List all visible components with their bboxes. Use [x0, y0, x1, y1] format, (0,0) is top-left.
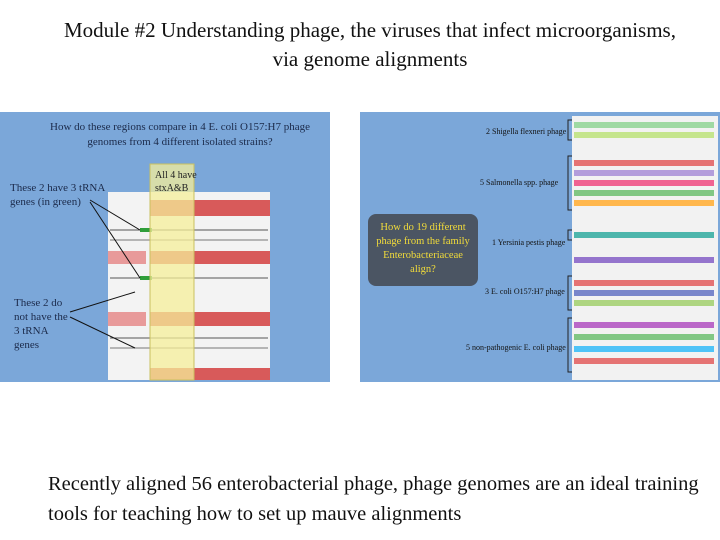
note-bottom-line2: not have the	[14, 311, 68, 323]
arrow	[69, 316, 136, 349]
note-bottom-line1: These 2 do	[14, 297, 63, 309]
left-heading-line1: How do these regions compare in 4 E. col…	[50, 121, 310, 133]
group-brackets	[567, 119, 572, 373]
highlight-label-line1: All 4 have	[155, 170, 197, 181]
group-label-1: 2 Shigella flexneri phage	[486, 127, 567, 136]
group-label-5: 5 non-pathogenic E. coli phage	[466, 343, 566, 352]
question-line2: phage from the family	[376, 236, 470, 247]
stx-highlight	[149, 163, 195, 381]
slide-title: Module #2 Understanding phage, the virus…	[64, 18, 676, 71]
arrow	[89, 199, 141, 231]
note-top-line1: These 2 have 3 tRNA	[10, 182, 105, 194]
alignment-rows	[574, 122, 714, 364]
right-figure: How do 19 different phage from the famil…	[360, 112, 720, 382]
question-line4: align?	[410, 264, 436, 275]
question-line1: How do 19 different	[380, 222, 465, 233]
left-heading-line2: genomes from 4 different isolated strain…	[87, 136, 272, 148]
group-label-3: 1 Yersinia pestis phage	[492, 238, 566, 247]
question-line3: Enterobacteriaceae	[383, 250, 463, 261]
arrow	[89, 201, 141, 279]
note-top-line2: genes (in green)	[10, 196, 81, 208]
trna-gene	[140, 276, 152, 280]
note-bottom-line4: genes	[14, 339, 39, 351]
trna-gene	[140, 228, 152, 232]
alignment-panel	[572, 116, 718, 380]
left-figure: How do these regions compare in 4 E. col…	[0, 112, 330, 382]
group-label-2: 5 Salmonella spp. phage	[480, 178, 559, 187]
alignment-block	[108, 312, 146, 326]
question-box	[368, 214, 478, 286]
arrow	[69, 291, 136, 313]
note-bottom-line3: 3 tRNA	[14, 325, 49, 337]
highlight-label-line2: stxA&B	[155, 183, 189, 194]
group-label-4: 3 E. coli O157:H7 phage	[485, 287, 565, 296]
slide-caption: Recently aligned 56 enterobacterial phag…	[48, 473, 699, 525]
